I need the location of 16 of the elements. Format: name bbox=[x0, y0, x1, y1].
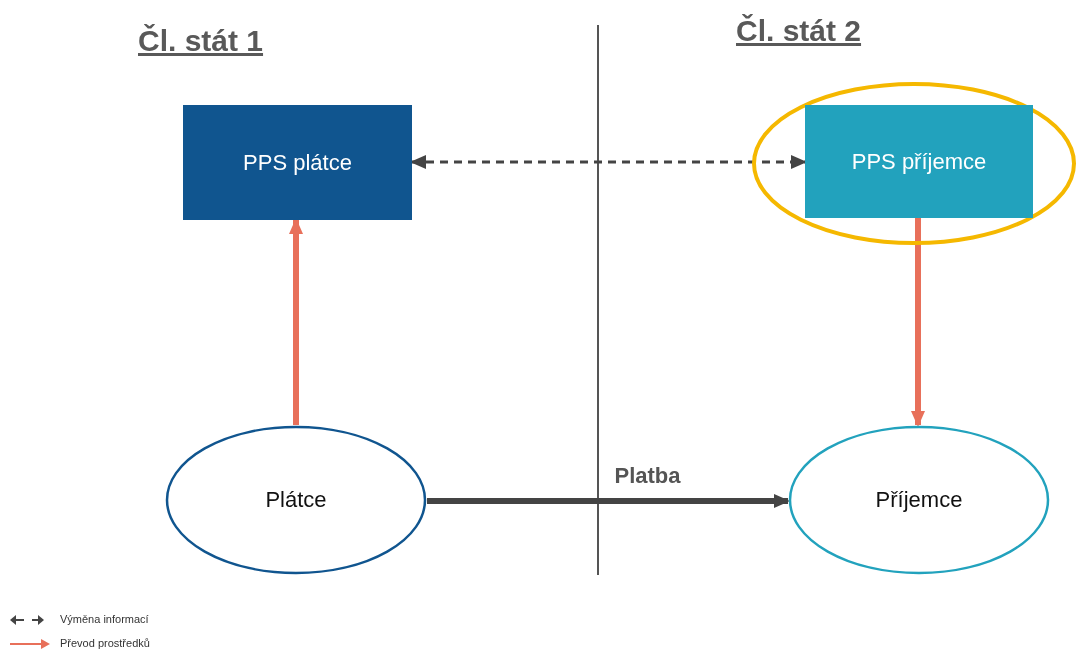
node-label: PPS plátce bbox=[243, 149, 352, 176]
arrow bbox=[911, 218, 925, 427]
legend-label: Výměna informací bbox=[60, 613, 149, 625]
ellipse-node bbox=[788, 425, 1050, 575]
node-label: Plátce bbox=[265, 487, 327, 513]
ellipse-node bbox=[165, 425, 427, 575]
arrow bbox=[289, 218, 303, 425]
node-label: PPS příjemce bbox=[851, 148, 987, 175]
legend-label: Převod prostředků bbox=[60, 637, 150, 649]
process-box bbox=[183, 105, 412, 220]
column-heading: Čl. stát 1 bbox=[138, 24, 264, 58]
process-box bbox=[805, 105, 1033, 218]
arrow bbox=[427, 494, 790, 508]
node-label: Příjemce bbox=[875, 487, 963, 513]
column-heading: Čl. stát 2 bbox=[736, 14, 862, 48]
highlight-ellipse bbox=[752, 82, 1076, 245]
